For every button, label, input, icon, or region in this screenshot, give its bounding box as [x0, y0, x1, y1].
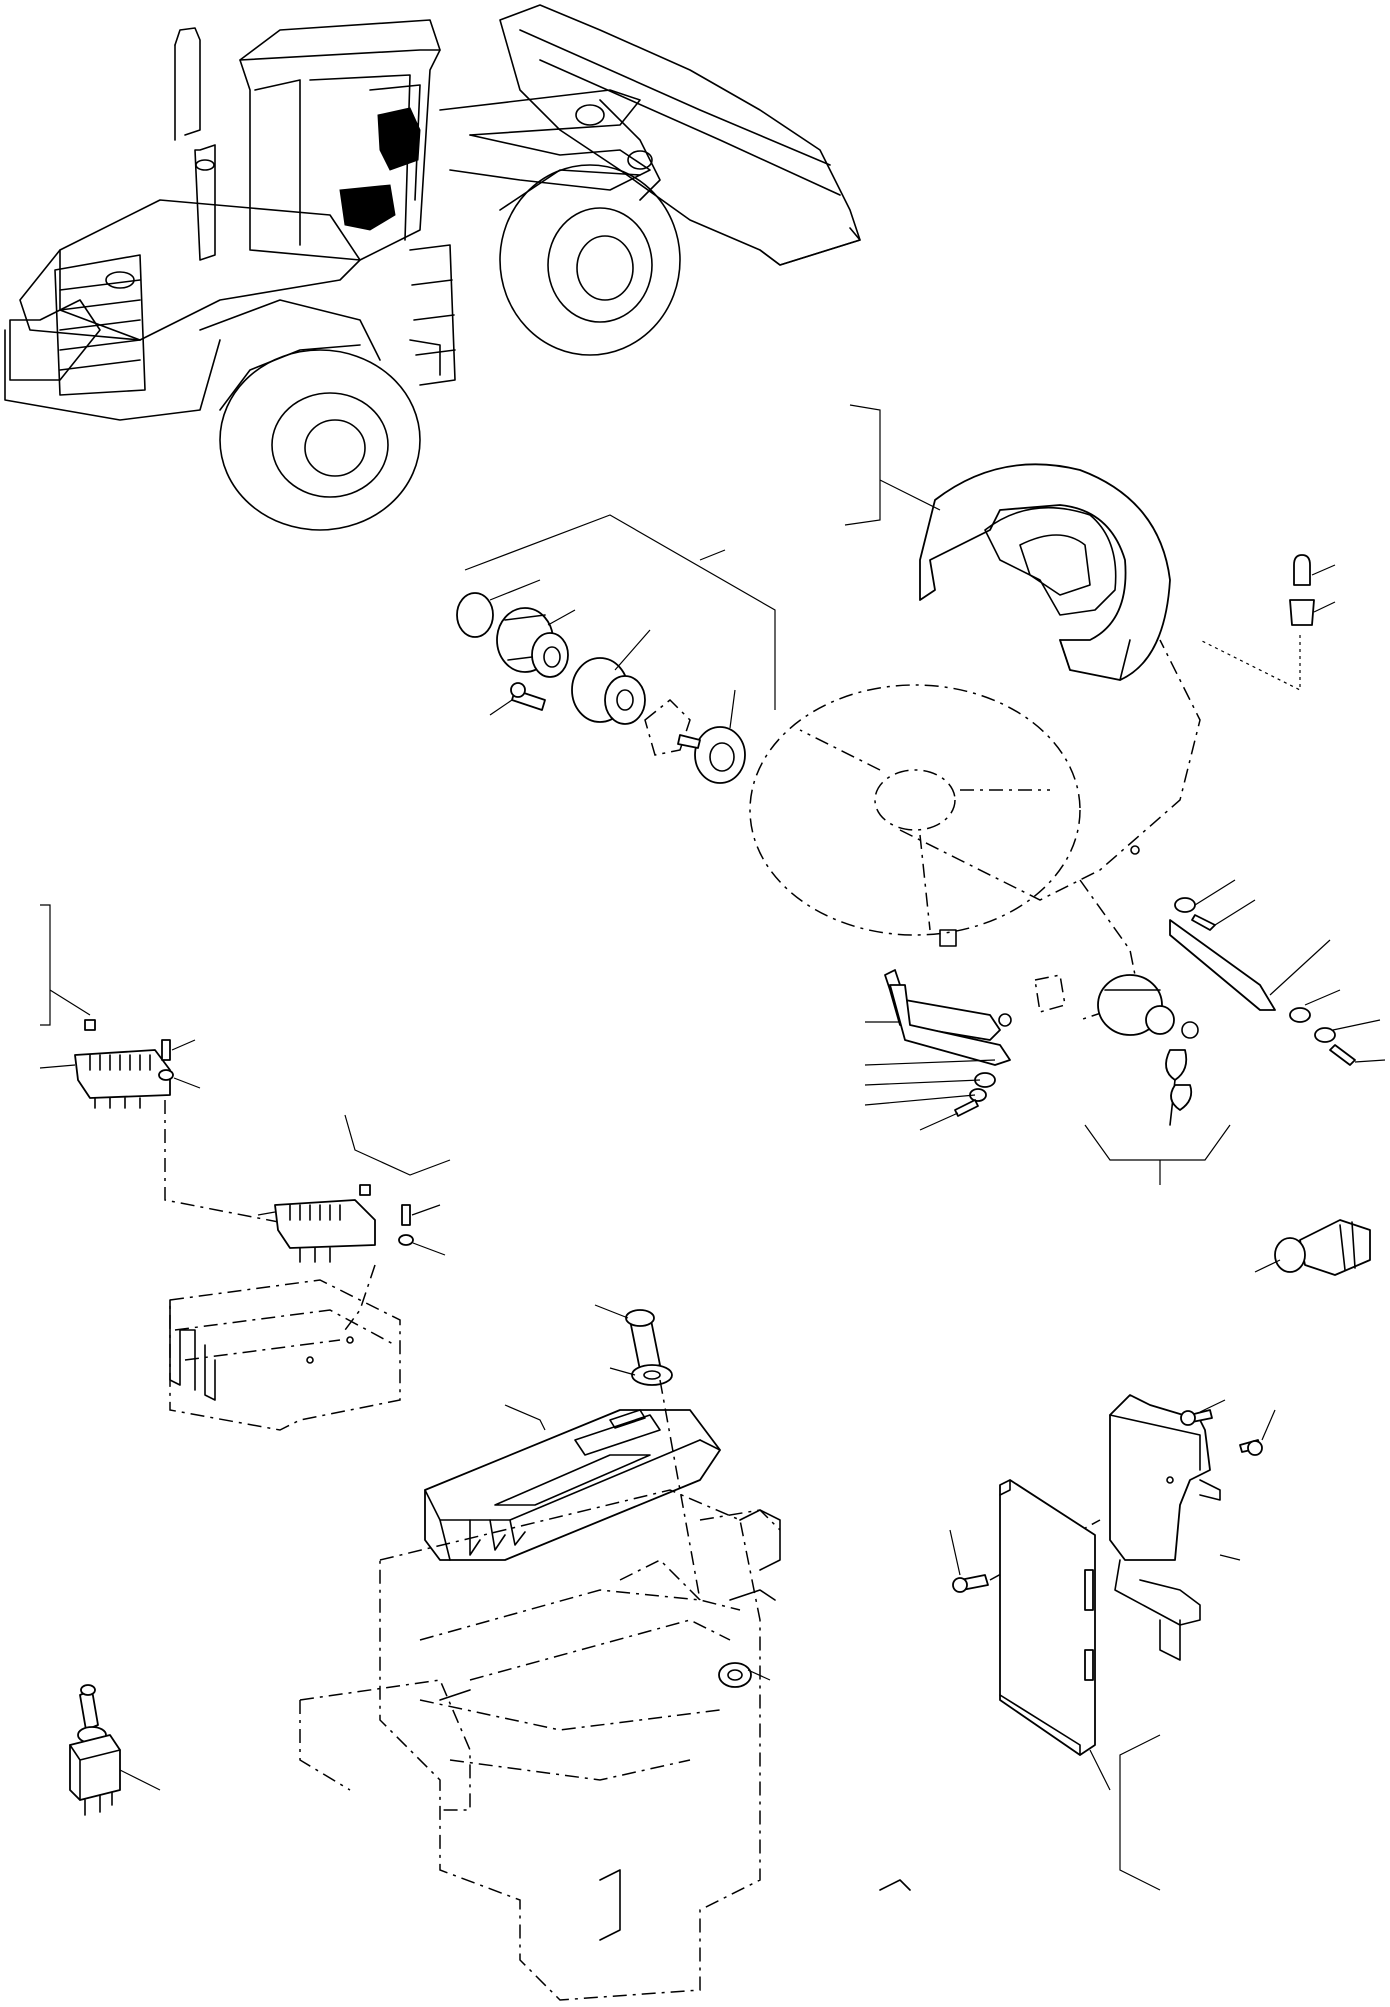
steering-wheel-phantom: [749, 639, 1201, 1021]
lighter-socket: [1254, 1219, 1371, 1276]
wheel-loader-illustration: [4, 4, 861, 531]
electronic-control-unit: [949, 1394, 1276, 1891]
dashboard-frame-phantom: [169, 1279, 401, 1431]
rotary-knob-assembly: [456, 514, 776, 784]
cab-frame-phantom: [299, 1379, 911, 2001]
control-panel-housing: [424, 1304, 721, 1561]
indicator-bulb: [1199, 554, 1336, 691]
connector-strip-lower: [257, 1114, 451, 1331]
steering-column-cover: [844, 404, 1171, 681]
connector-strip-upper: [39, 904, 321, 1231]
ignition-switch-assembly: [864, 879, 1386, 1185]
toggle-switch: [69, 1684, 161, 1816]
